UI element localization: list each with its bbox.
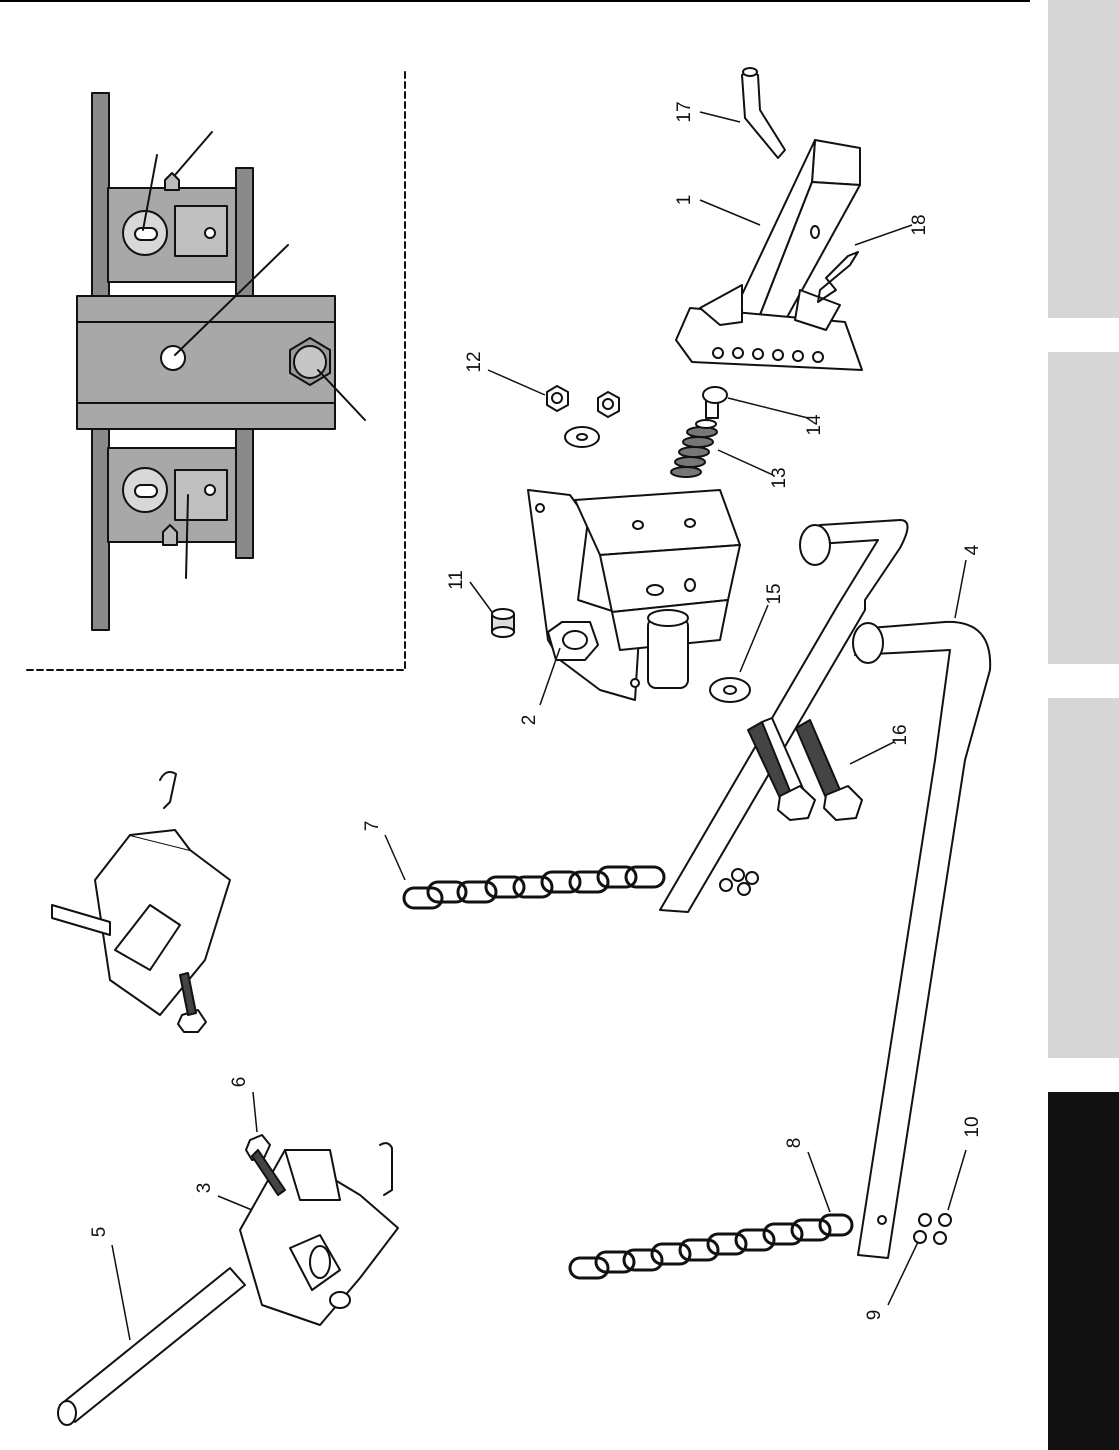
label-13: 13: [769, 467, 790, 488]
assembled-view: [52, 772, 230, 1032]
label-8: 8: [784, 1138, 805, 1149]
label-2: 2: [519, 715, 540, 726]
part-13-spring: [671, 420, 717, 477]
part-14-bolt: [703, 387, 727, 418]
part-7-chain: [404, 867, 664, 908]
inset-fitting-top: [165, 173, 179, 190]
label-17: 17: [674, 101, 695, 122]
part-5-bar: [58, 1268, 245, 1425]
part-12-nuts: [547, 386, 619, 447]
inset-detail-view: [25, 72, 405, 670]
label-12: 12: [464, 351, 485, 372]
part-15-washer: [710, 678, 750, 702]
side-tab-3: [1048, 698, 1119, 1058]
part-11-bushing: [492, 609, 514, 637]
small-nuts-upper: [720, 869, 758, 895]
label-11: 11: [446, 570, 467, 590]
part-8-chain: [570, 1215, 852, 1278]
part-10-nuts: [934, 1214, 951, 1244]
part-9-washers: [914, 1214, 931, 1243]
label-1: 1: [674, 195, 695, 206]
label-10: 10: [962, 1116, 983, 1137]
label-3: 3: [194, 1183, 215, 1194]
label-15: 15: [764, 583, 785, 604]
label-4: 4: [962, 544, 983, 555]
label-9: 9: [864, 1310, 885, 1321]
side-tab-2: [1048, 352, 1119, 664]
label-5: 5: [89, 1227, 110, 1238]
part-2-head: [528, 490, 740, 700]
part-18-clip: [818, 252, 858, 302]
side-tab-4: [1048, 1092, 1119, 1450]
side-tab-1: [1048, 0, 1119, 318]
label-18: 18: [909, 214, 930, 235]
parts-diagram: 17 1 18 12 14 13 11 4 15 2 16 7 6 10 8 3…: [0, 0, 1040, 1450]
part-17-pin: [742, 68, 785, 158]
part-labels: 17 1 18 12 14 13 11 4 15 2 16 7 6 10 8 3…: [89, 101, 983, 1320]
part-1-shank: [676, 140, 862, 370]
label-7: 7: [362, 821, 383, 832]
label-6: 6: [229, 1077, 250, 1088]
